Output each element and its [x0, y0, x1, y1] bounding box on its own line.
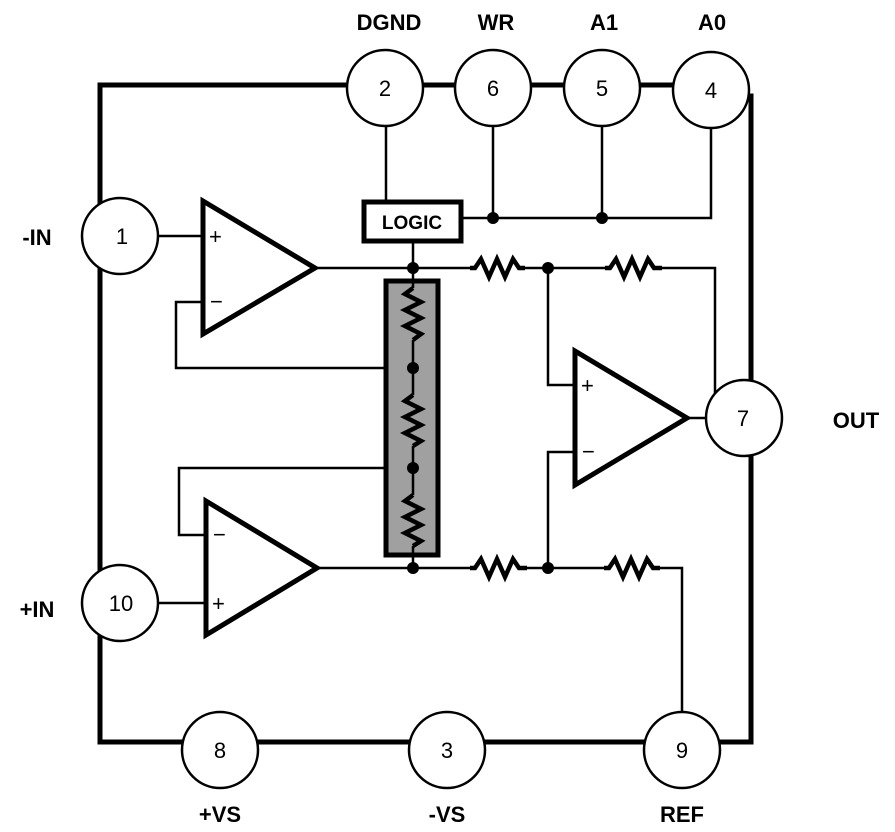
pin-9: 9 REF [642, 710, 722, 827]
inverting-input-symbol: − [582, 439, 595, 464]
pin-name: DGND [357, 10, 422, 35]
inverting-input-symbol: − [210, 289, 223, 314]
package-outline [97, 82, 754, 745]
pin-name: REF [660, 802, 704, 827]
resistor [399, 286, 427, 342]
noninverting-input-symbol: + [209, 224, 222, 249]
junction-dot [407, 262, 419, 274]
pin-5: 5 A1 [562, 10, 642, 128]
logic-wiring [384, 126, 713, 268]
pin-number: 2 [379, 76, 391, 101]
pin-name: -VS [429, 802, 466, 827]
junction-dot [542, 562, 554, 574]
pin-number: 4 [705, 78, 717, 103]
pin-number: 3 [441, 738, 453, 763]
noninverting-input-symbol: + [212, 591, 225, 616]
junction-dot [407, 562, 419, 574]
input-opamp-top: + − [200, 196, 320, 339]
junction-dot [596, 212, 608, 224]
resistor [399, 493, 427, 548]
junction-dot [542, 262, 554, 274]
pin-number: 9 [676, 738, 688, 763]
pin-number: 1 [116, 224, 128, 249]
pin-7: 7 OUT [704, 378, 880, 458]
junction-dot [407, 362, 419, 374]
pin-6: 6 WR [453, 10, 533, 128]
gain-resistor-network [383, 262, 441, 574]
pin-number: 10 [109, 591, 133, 616]
pin-number: 8 [214, 738, 226, 763]
resistor [604, 553, 660, 583]
pin-10: 10 +IN [20, 563, 160, 643]
input-opamp-bottom: − + [203, 496, 322, 640]
resistor [470, 553, 527, 583]
pin-name: A0 [698, 10, 726, 35]
pin-name: -IN [22, 225, 51, 250]
junction-dot [487, 212, 499, 224]
input-wiring [158, 234, 470, 605]
resistor [399, 393, 427, 448]
pin-4: 4 A0 [671, 10, 751, 130]
pin-8: 8 +VS [180, 710, 260, 827]
noninverting-input-symbol: + [581, 373, 594, 398]
pin-name: +IN [20, 597, 55, 622]
pin-name: WR [478, 10, 515, 35]
resistor [470, 253, 525, 283]
pin-number: 6 [487, 76, 499, 101]
logic-block: LOGIC [361, 199, 464, 244]
pin-name: A1 [590, 10, 618, 35]
difference-amp-network [470, 253, 721, 712]
resistor [605, 253, 662, 283]
junction-dot [407, 462, 419, 474]
inverting-input-symbol: − [213, 522, 226, 547]
logic-label: LOGIC [382, 213, 442, 234]
pin-number: 7 [737, 406, 749, 431]
pin-3: 3 -VS [407, 710, 487, 827]
pin-2: 2 DGND [345, 10, 425, 128]
pin-name: +VS [199, 802, 241, 827]
pin-1: 1 -IN [22, 196, 160, 276]
pin-name: OUT [833, 408, 880, 433]
difference-opamp: + − [572, 346, 692, 490]
pin-number: 5 [596, 76, 608, 101]
